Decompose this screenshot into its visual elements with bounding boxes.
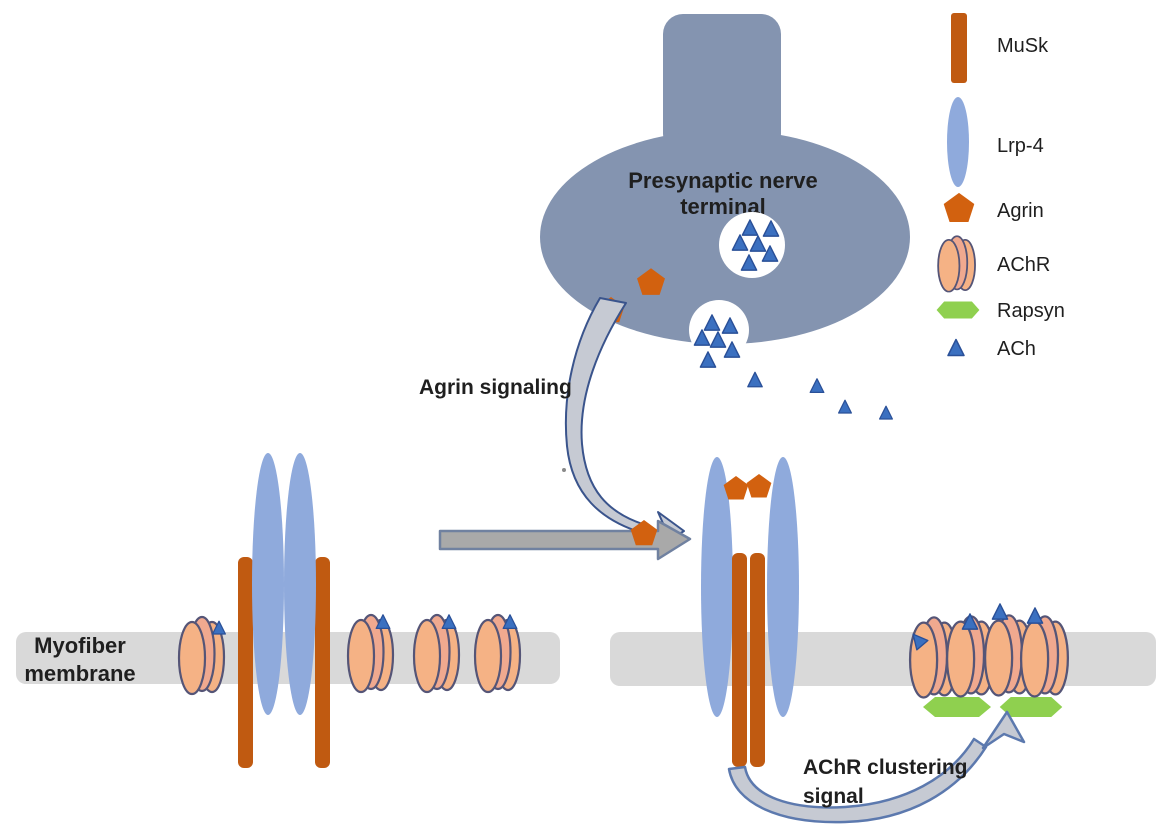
myofiber-membrane-right [610, 632, 1156, 686]
released-ach-molecules [747, 371, 894, 420]
ach-triangle [809, 378, 825, 394]
myofiber-membrane-label-line2: membrane [24, 661, 135, 686]
stray-mark [562, 468, 566, 472]
legend: MuSk Lrp-4 Agrin AChR Rapsyn ACh [936, 13, 1065, 360]
ach-triangle [878, 405, 894, 420]
terminal-stem [663, 14, 781, 154]
legend-item-ach: ACh [947, 338, 1036, 360]
musk-receptor [315, 557, 330, 768]
rapsyn-protein [923, 697, 991, 717]
achr-clustering-label-line1: AChR clustering [803, 756, 968, 779]
musk-receptor [750, 553, 765, 767]
ach-triangle [837, 399, 853, 414]
agrin-pentagon [746, 473, 772, 498]
clustering-arrow-body [727, 737, 988, 824]
musk-receptor [238, 557, 253, 768]
achr-clustering-label-line2: signal [803, 785, 864, 808]
legend-item-lrp4: Lrp-4 [947, 97, 1044, 187]
lrp4-receptor [284, 453, 316, 715]
musk-rectangle-icon [951, 13, 967, 83]
achr-cluster-icon [937, 235, 976, 293]
myofiber-membrane-label-line1: Myofiber [34, 633, 126, 658]
lrp4-ellipse-icon [947, 97, 969, 187]
legend-label-musk: MuSk [997, 35, 1049, 57]
agrin-pentagon [723, 475, 749, 500]
agrin-arrow-body [564, 297, 650, 535]
legend-item-musk: MuSk [951, 13, 1049, 83]
lrp4-receptor [252, 453, 284, 715]
legend-label-rapsyn: Rapsyn [997, 300, 1065, 322]
clustered-achr-receptors [906, 603, 1070, 717]
legend-label-ach: ACh [997, 338, 1036, 360]
achr-receptor [1019, 615, 1070, 698]
ach-triangle [991, 603, 1009, 620]
lrp4-receptor [767, 457, 799, 717]
agrin-signaling-label: Agrin signaling [419, 376, 572, 399]
legend-item-achr: AChR [937, 235, 1050, 293]
lrp4-musk-complex-agrin-bound [701, 457, 799, 767]
ach-triangle [1026, 607, 1044, 624]
agrin-pentagon-icon [943, 192, 975, 222]
terminal-label-line1: Presynaptic nerve [628, 168, 818, 193]
ach-triangle [747, 371, 763, 388]
legend-item-agrin: Agrin [943, 192, 1044, 222]
lrp4-musk-complex-unbound [238, 453, 330, 768]
ach-triangle-icon [947, 338, 965, 357]
clustering-arrow-head [981, 710, 1026, 750]
legend-label-achr: AChR [997, 254, 1050, 276]
transition-arrow [438, 519, 692, 561]
achr-clustering-arrow [727, 710, 1026, 824]
legend-item-rapsyn: Rapsyn [936, 300, 1065, 322]
legend-label-lrp4: Lrp-4 [997, 135, 1044, 157]
presynaptic-terminal: Presynaptic nerve terminal [540, 14, 910, 368]
rapsyn-hexagon-icon [936, 301, 980, 319]
transition-arrow-shape [438, 519, 692, 561]
legend-label-agrin: Agrin [997, 200, 1044, 222]
lrp4-receptor [701, 457, 733, 717]
musk-receptor [732, 553, 747, 767]
